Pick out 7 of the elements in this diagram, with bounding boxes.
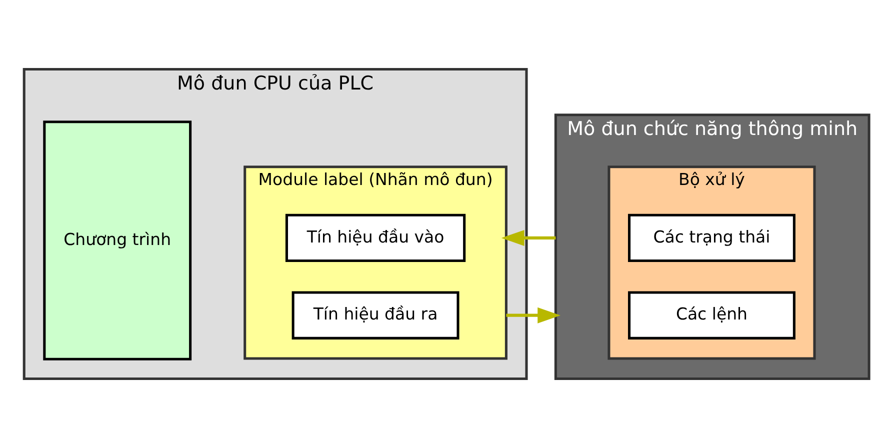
node-box: Tín hiệu đầu vào <box>285 213 466 262</box>
node-box: Chương trình <box>43 120 192 360</box>
arrow <box>501 229 556 246</box>
node-box: Tín hiệu đầu ra <box>292 290 460 339</box>
arrow <box>506 306 560 323</box>
node-box: Các trạng thái <box>628 213 796 262</box>
node-box: Các lệnh <box>628 290 796 339</box>
